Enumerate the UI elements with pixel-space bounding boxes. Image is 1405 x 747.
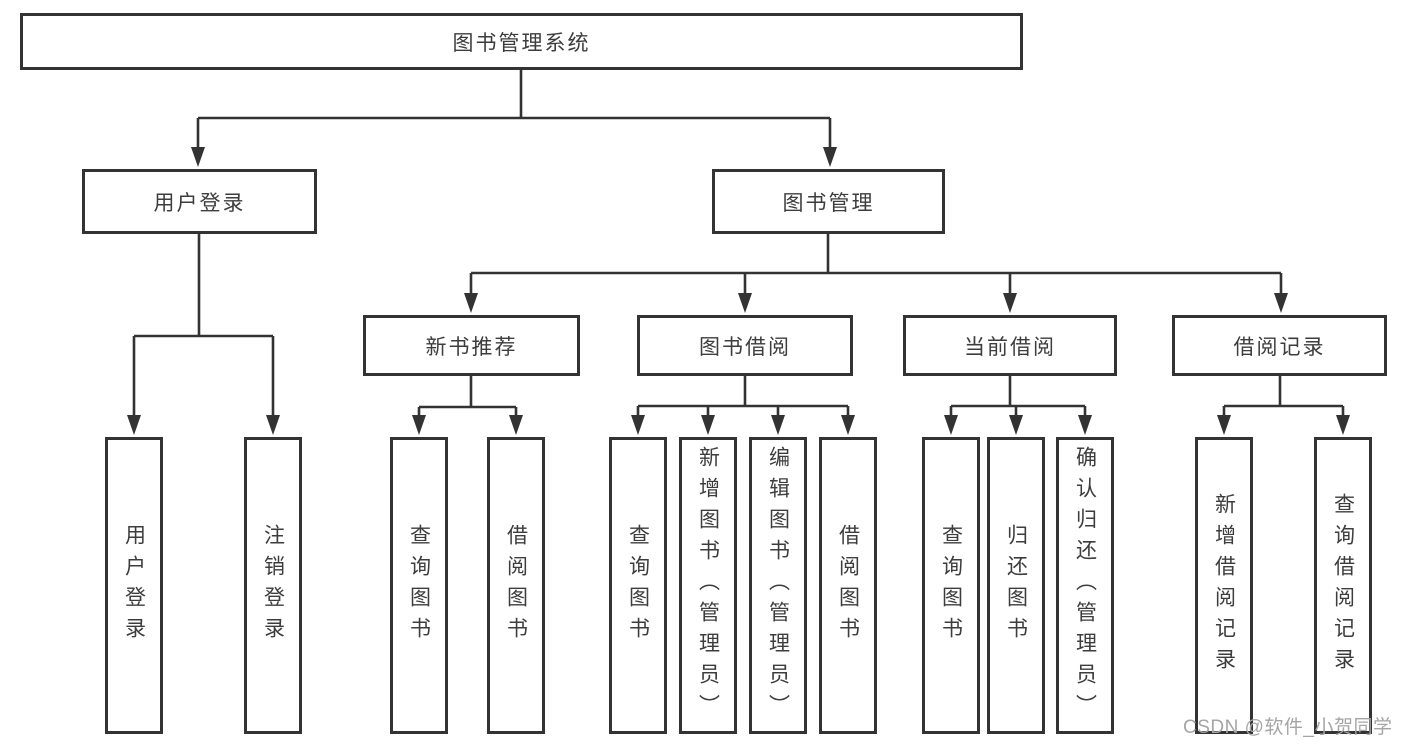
leaf-return-books: 归还图书 <box>987 437 1045 734</box>
node-current-borrow: 当前借阅 <box>903 315 1117 376</box>
arrow-icon <box>412 415 426 435</box>
leaf-label: 查询图书 <box>939 523 963 648</box>
arrow-icon <box>266 415 280 435</box>
connector-user-login <box>132 233 275 420</box>
arrow-icon <box>701 415 715 435</box>
leaf-label: 编辑图书（管理员） <box>766 446 790 725</box>
leaf-label: 查询借阅记录 <box>1331 492 1355 679</box>
leaf-confirm-return-admin: 确认归还（管理员） <box>1056 437 1114 734</box>
arrow-icon <box>1003 293 1017 313</box>
node-book-management: 图书管理 <box>712 169 945 234</box>
node-user-login: 用户登录 <box>82 169 317 234</box>
arrow-icon <box>841 415 855 435</box>
leaf-add-books-admin: 新增图书（管理员） <box>679 437 737 734</box>
leaf-label: 借阅图书 <box>504 523 528 648</box>
leaf-label: 查询图书 <box>626 523 650 648</box>
leaf-label: 新增图书（管理员） <box>696 446 720 725</box>
leaf-label: 确认归还（管理员） <box>1073 446 1097 725</box>
connector-new-book <box>417 375 518 420</box>
leaf-label: 用户登录 <box>122 523 146 648</box>
leaf-label: 新增借阅记录 <box>1212 492 1236 679</box>
arrow-icon <box>1274 293 1288 313</box>
arrow-icon <box>1009 415 1023 435</box>
arrow-icon <box>1217 415 1231 435</box>
leaf-query-books-borrow: 查询图书 <box>609 437 667 734</box>
node-book-borrow: 图书借阅 <box>637 315 853 376</box>
arrow-icon <box>631 415 645 435</box>
arrow-icon <box>1336 415 1350 435</box>
leaf-label: 归还图书 <box>1004 523 1028 648</box>
arrow-icon <box>191 147 205 167</box>
node-library-system: 图书管理系统 <box>20 13 1023 70</box>
arrow-icon <box>771 415 785 435</box>
csdn-watermark: CSDN @软件_小贺同学 <box>1183 717 1393 738</box>
leaf-query-books-recommend: 查询图书 <box>390 437 448 734</box>
arrow-icon <box>464 293 478 313</box>
leaf-query-borrow-record: 查询借阅记录 <box>1314 437 1372 734</box>
leaf-label: 查询图书 <box>407 523 431 648</box>
leaf-label: 注销登录 <box>261 523 285 648</box>
leaf-borrow-books: 借阅图书 <box>819 437 877 734</box>
connector-current-borrow <box>949 375 1087 420</box>
leaf-user-login: 用户登录 <box>105 437 163 734</box>
leaf-add-borrow-record: 新增借阅记录 <box>1195 437 1253 734</box>
leaf-query-books-current: 查询图书 <box>922 437 980 734</box>
arrow-icon <box>738 293 752 313</box>
connector-book-management <box>469 233 1283 298</box>
node-new-book-recommend: 新书推荐 <box>363 315 580 376</box>
node-borrow-records: 借阅记录 <box>1172 315 1387 376</box>
arrow-icon <box>127 415 141 435</box>
connector-borrow-records <box>1222 375 1345 420</box>
leaf-label: 借阅图书 <box>836 523 860 648</box>
connector-root <box>196 69 832 152</box>
arrow-icon <box>1078 415 1092 435</box>
arrow-icon <box>944 415 958 435</box>
arrow-icon <box>823 147 837 167</box>
connector-book-borrow <box>636 375 850 420</box>
leaf-borrow-books-recommend: 借阅图书 <box>487 437 545 734</box>
leaf-logout: 注销登录 <box>244 437 302 734</box>
arrow-icon <box>509 415 523 435</box>
leaf-edit-books-admin: 编辑图书（管理员） <box>749 437 807 734</box>
